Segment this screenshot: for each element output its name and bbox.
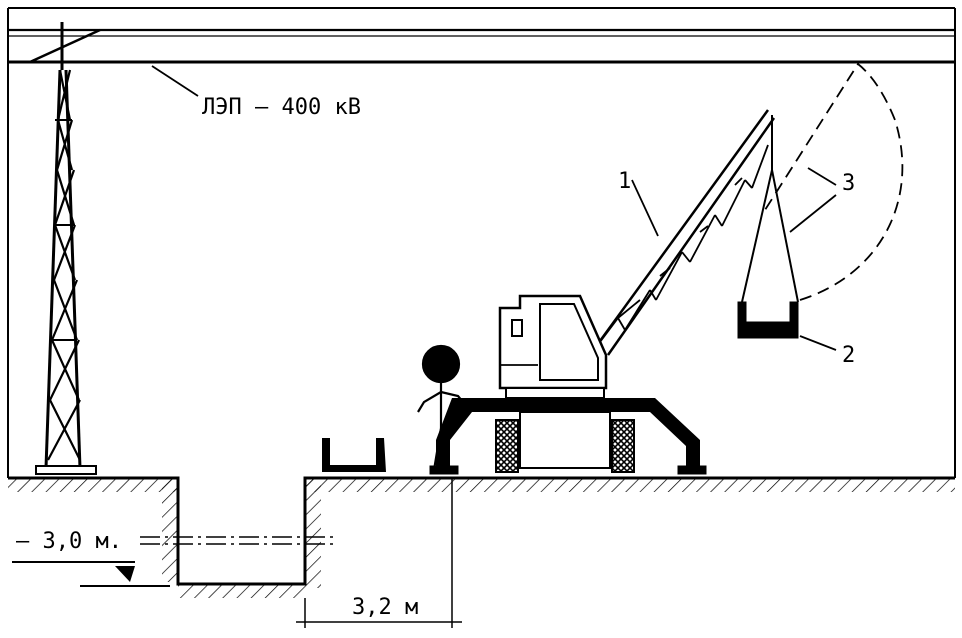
distance-dimension [296,478,462,628]
depth-marker [12,561,170,587]
transmission-tower [35,22,97,475]
distance-label: 3,2 м [352,595,418,620]
crane [429,62,904,475]
callout-3-label: 3 [842,171,855,196]
ground-profile [8,476,955,598]
worker-figure [417,344,469,471]
callout-1-label: 1 [618,169,631,194]
depth-label: – 3,0 м. [16,529,122,554]
callout-2-label: 2 [842,343,855,368]
power-line-wires [8,28,955,64]
ground-container [322,438,386,472]
frame [7,7,956,478]
callout-leaders [151,65,837,351]
power-line-label: ЛЭП – 400 кВ [202,95,361,120]
